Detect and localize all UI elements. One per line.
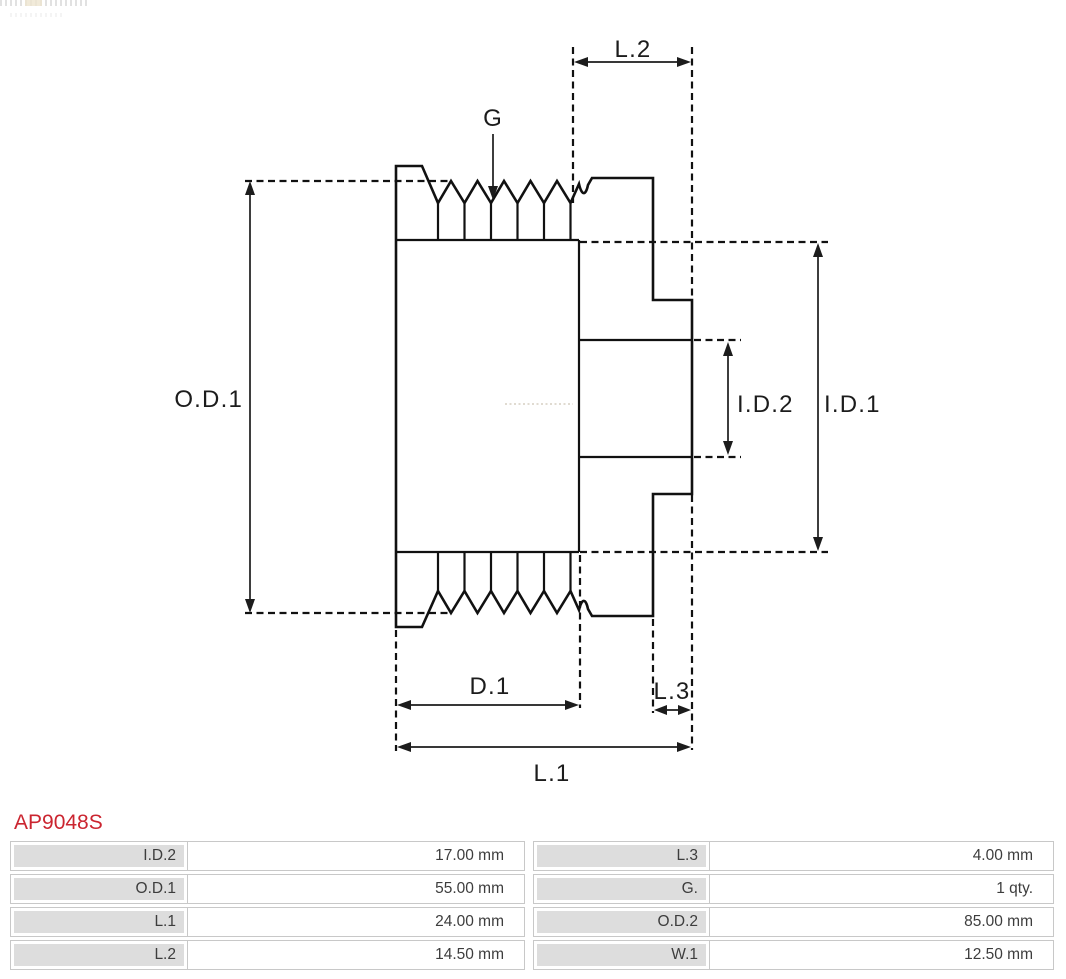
spec-table: I.D.2 17.00 mm L.3 4.00 mm O.D.1 55.00 m…: [10, 841, 1056, 973]
dim-l3-arrow-right: [678, 705, 691, 715]
label-id2: I.D.2: [737, 391, 794, 418]
spec-value-cell: 4.00 mm: [709, 841, 1054, 871]
dim-id2-arrow-up: [723, 342, 733, 356]
dim-id2-arrow-down: [723, 441, 733, 455]
pulley-technical-drawing: O.D.1 L.2 G I.D.1 I.D.2 D.1 L.3 L.1: [174, 36, 881, 787]
dim-id1-arrow-down: [813, 537, 823, 551]
label-l1: L.1: [534, 760, 571, 787]
dim-l3-arrow-left: [654, 705, 667, 715]
spec-value-cell: 12.50 mm: [709, 940, 1054, 970]
spec-label-cell: I.D.2: [10, 841, 188, 871]
label-d1: D.1: [470, 673, 511, 700]
dim-d1-arrow-right: [565, 700, 579, 710]
spec-label-cell: L.1: [10, 907, 188, 937]
dim-l1-arrow-left: [397, 742, 411, 752]
spec-label-cell: O.D.1: [10, 874, 188, 904]
spec-label-cell: O.D.2: [533, 907, 710, 937]
site-logo-artifact-2: [10, 13, 64, 17]
spec-label-cell: L.3: [533, 841, 710, 871]
label-l3: L.3: [654, 678, 691, 705]
dim-d1-arrow-left: [397, 700, 411, 710]
spec-label-cell: W.1: [533, 940, 710, 970]
label-id1: I.D.1: [824, 391, 881, 418]
part-number: AP9048S: [14, 811, 103, 834]
dim-od1-arrow-down: [245, 599, 255, 613]
spec-value-cell: 24.00 mm: [187, 907, 525, 937]
table-row: I.D.2 17.00 mm L.3 4.00 mm: [10, 841, 1056, 871]
dim-g-arrow: [488, 186, 498, 200]
spec-value-cell: 14.50 mm: [187, 940, 525, 970]
dim-l2-arrow-left: [574, 57, 588, 67]
site-logo-artifact-tint: [25, 0, 42, 6]
site-logo-artifact: [0, 0, 88, 6]
spec-value-cell: 1 qty.: [709, 874, 1054, 904]
table-row: L.1 24.00 mm O.D.2 85.00 mm: [10, 907, 1056, 937]
dim-l1-arrow-right: [677, 742, 691, 752]
label-l2: L.2: [615, 36, 652, 63]
spec-value-cell: 85.00 mm: [709, 907, 1054, 937]
pulley-outline: [394, 164, 694, 629]
groove-slots-top: [436, 203, 572, 240]
spec-label-cell: L.2: [10, 940, 188, 970]
dim-id1-arrow-up: [813, 243, 823, 257]
table-row: L.2 14.50 mm W.1 12.50 mm: [10, 940, 1056, 970]
dim-od1-arrow-up: [245, 181, 255, 195]
spec-value-cell: 17.00 mm: [187, 841, 525, 871]
pulley-drawing-svg: O.D.1 L.2 G I.D.1 I.D.2 D.1 L.3 L.1: [174, 36, 881, 787]
spec-label-cell: G.: [533, 874, 710, 904]
label-od1: O.D.1: [174, 386, 243, 413]
groove-slots-bottom: [436, 552, 572, 591]
table-row: O.D.1 55.00 mm G. 1 qty.: [10, 874, 1056, 904]
spec-value-cell: 55.00 mm: [187, 874, 525, 904]
dim-l2-arrow-right: [677, 57, 691, 67]
label-g: G: [483, 105, 503, 132]
